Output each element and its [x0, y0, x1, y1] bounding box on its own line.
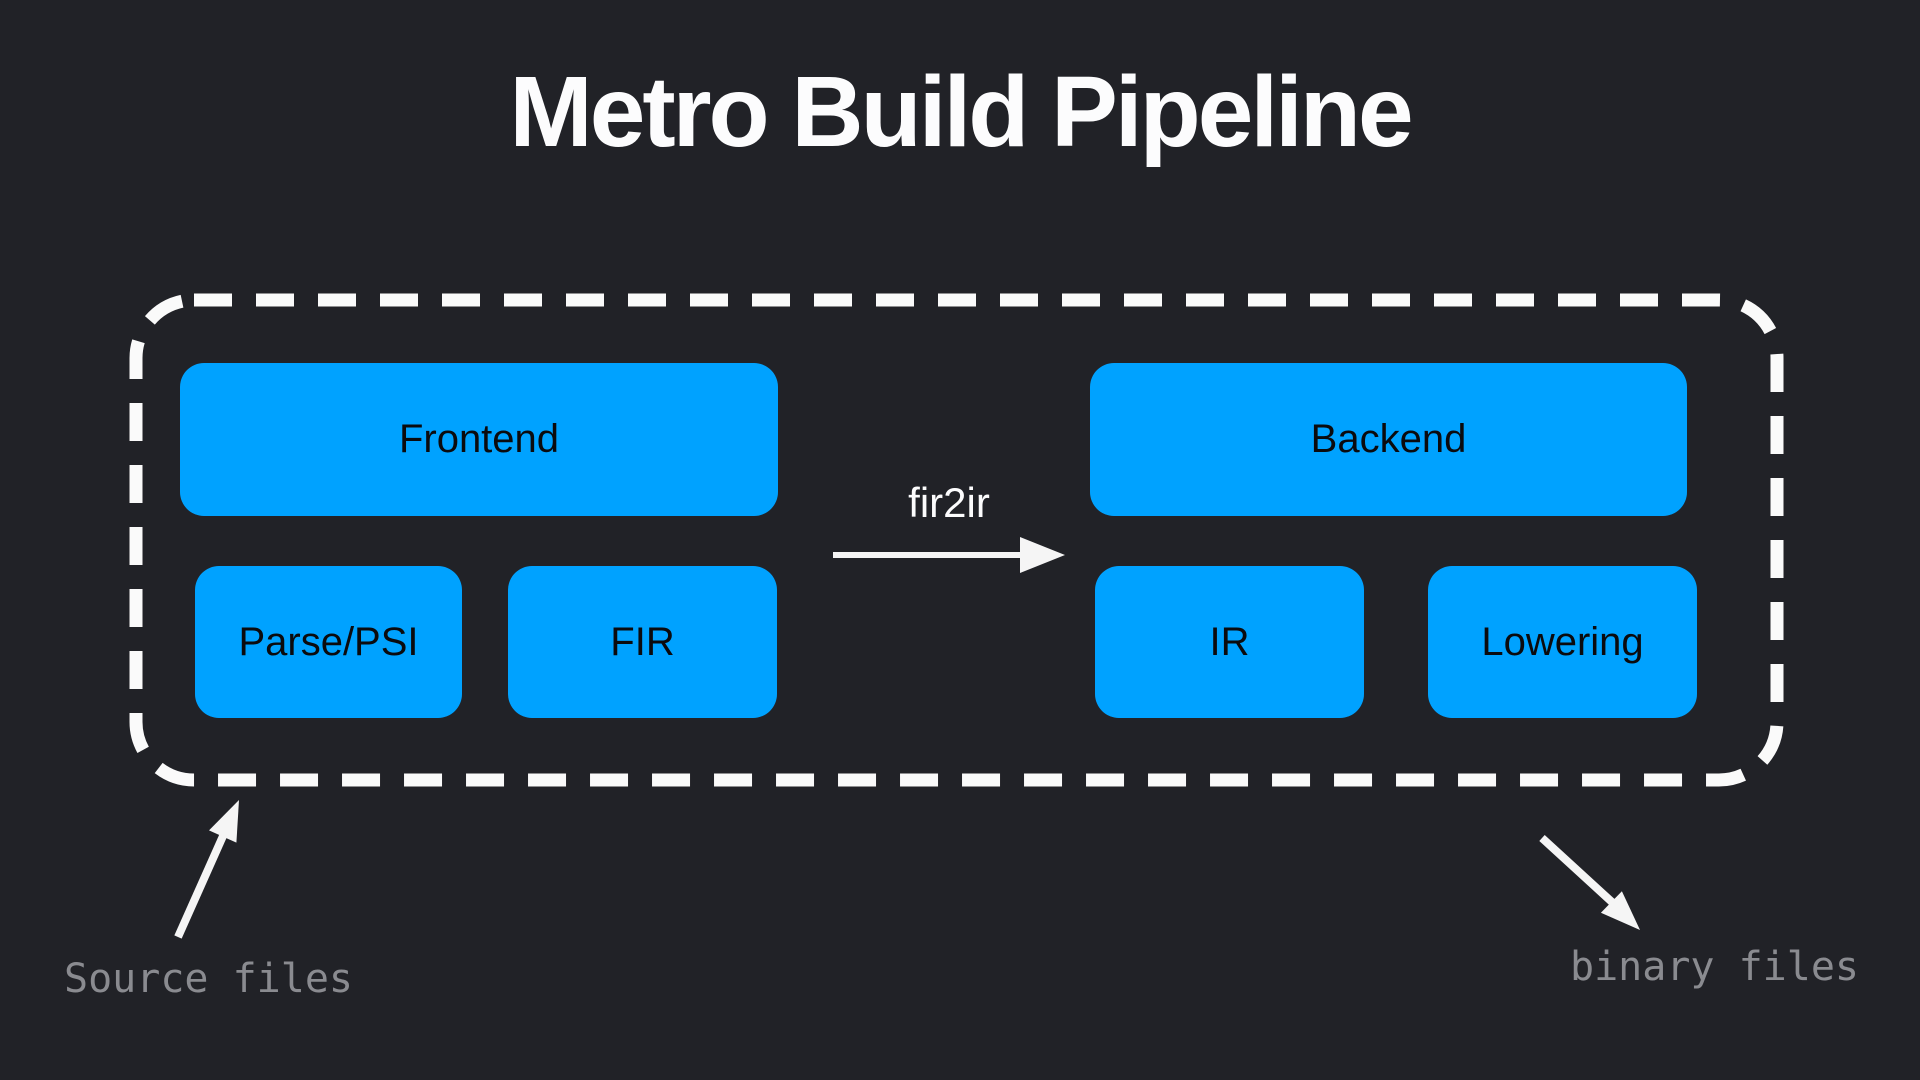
page-title: Metro Build Pipeline [509, 56, 1413, 168]
source-files-arrow-icon [174, 800, 239, 939]
source-files-label: Source files [64, 956, 353, 1002]
fir-node: FIR [508, 566, 777, 718]
backend-node-label: Backend [1310, 417, 1467, 461]
fir2ir-arrow-icon [833, 537, 1065, 573]
fir2ir-transition-label: fir2ir [908, 479, 990, 526]
lowering-node: Lowering [1428, 566, 1697, 718]
lowering-node-label: Lowering [1481, 619, 1644, 664]
parse-psi-node: Parse/PSI [195, 566, 462, 718]
parse-psi-node-label: Parse/PSI [238, 619, 419, 664]
binary-files-label: binary files [1570, 944, 1859, 990]
fir-node-label: FIR [610, 619, 675, 664]
frontend-node-label: Frontend [398, 417, 560, 461]
ir-node-label: IR [1209, 619, 1250, 664]
frontend-node: Frontend [180, 363, 778, 516]
ir-node: IR [1095, 566, 1364, 718]
backend-node: Backend [1090, 363, 1687, 516]
binary-files-arrow-icon [1539, 835, 1640, 930]
pipeline-boundary-dashed-box [129, 293, 1784, 787]
